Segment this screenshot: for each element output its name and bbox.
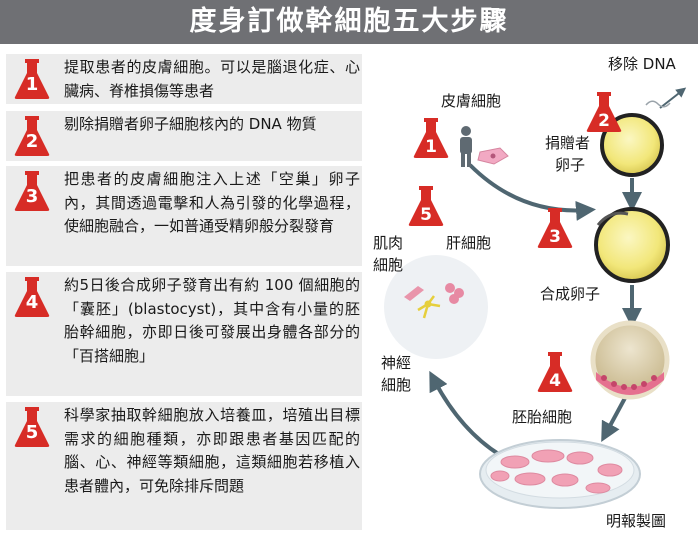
label-muscle-cell-line2: 細胞 [373, 256, 404, 274]
blastocyst [590, 320, 670, 400]
label-remove-dna: 移除 DNA [608, 55, 676, 73]
label-nerve-cell-line2: 細胞 [381, 376, 412, 394]
step-4-text: 約5日後合成卵子發育出有約 100 個細胞的「囊胚」(blastocyst)，其… [64, 276, 360, 365]
cell-bubble [384, 255, 488, 359]
liver-cell [445, 283, 464, 304]
label-combined-egg: 合成卵子 [540, 285, 601, 303]
label-nerve-cell-line1: 神經 [381, 354, 412, 372]
marker-5: 5 [420, 205, 432, 225]
step-1-box: 1 提取患者的皮膚細胞。可以是腦退化症、心臟病、脊椎損傷等患者 [6, 54, 362, 104]
arrow-remove-dna [659, 87, 687, 109]
credit: 明報製圖 [606, 512, 667, 530]
step-2-box: 2 剔除捐贈者卵子細胞核內的 DNA 物質 [6, 111, 362, 161]
step-number-5: 5 [25, 422, 39, 443]
step-2-text: 剔除捐贈者卵子細胞核內的 DNA 物質 [64, 115, 317, 133]
label-skin-cell: 皮膚細胞 [441, 92, 502, 110]
step-number-2: 2 [25, 131, 39, 152]
arrow-dish-to-cells [429, 370, 502, 457]
label-donor-egg-line1: 捐贈者 [545, 134, 591, 152]
step-4-box: 4 約5日後合成卵子發育出有約 100 個細胞的「囊胚」(blastocyst)… [6, 272, 362, 396]
marker-3: 3 [549, 227, 561, 247]
arrow-embryo-to-dish [601, 397, 627, 443]
arrow-skin-to-egg [468, 163, 596, 221]
step-5-text: 科學家抽取幹細胞放入培養皿，培殖出目標需求的細胞種類，亦即跟患者基因匹配的腦、心… [64, 406, 360, 495]
step-number-1: 1 [25, 74, 39, 95]
label-embryo-cell: 胚胎細胞 [512, 408, 573, 426]
marker-2: 2 [598, 111, 610, 131]
step-5-box: 5 科學家抽取幹細胞放入培養皿，培殖出目標需求的細胞種類，亦即跟患者基因匹配的腦… [6, 402, 362, 530]
page-title: 度身訂做幹細胞五大步驟 [189, 6, 509, 37]
label-muscle-cell-line1: 肌肉 [373, 234, 404, 252]
label-donor-egg-line2: 卵子 [555, 156, 586, 174]
label-liver-cell: 肝細胞 [446, 234, 492, 252]
patient-figure [460, 126, 472, 167]
step-3-text: 把患者的皮膚細胞注入上述「空巢」卵子內，其間透過電擊和人為引發的化學過程，使細胞… [64, 170, 360, 235]
muscle-cell [404, 286, 424, 301]
title-bar [0, 0, 698, 44]
marker-4: 4 [549, 371, 561, 391]
marker-1: 1 [425, 137, 437, 157]
combined-egg [594, 207, 670, 283]
step-number-4: 4 [25, 292, 39, 313]
step-3-box: 3 把患者的皮膚細胞注入上述「空巢」卵子內，其間透過電擊和人為引發的化學過程，使… [6, 166, 362, 266]
step-1-text: 提取患者的皮膚細胞。可以是腦退化症、心臟病、脊椎損傷等患者 [64, 58, 360, 100]
step-number-3: 3 [25, 186, 39, 207]
